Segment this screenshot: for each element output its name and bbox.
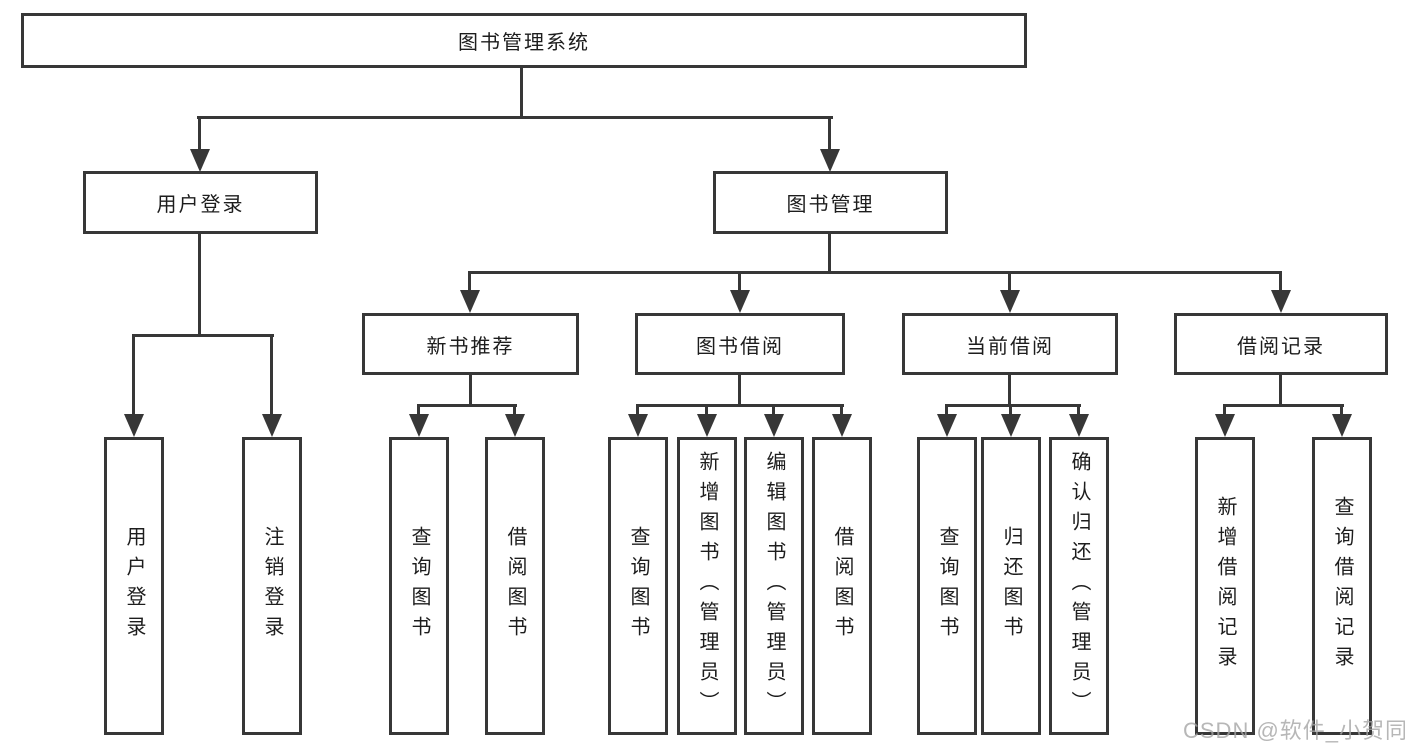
connector-leaf-shaft [1340, 404, 1343, 416]
leaf-borrow-book-1-label: 借阅图书 [504, 526, 526, 646]
arrow-down-icon [697, 414, 717, 437]
connector-to-leaf-user-login-shaft [132, 334, 135, 418]
leaf-user-login: 用户登录 [104, 437, 164, 735]
connector-leaf-shaft [1223, 404, 1226, 416]
node-root-label: 图书管理系统 [458, 32, 590, 54]
connector-new-book-rec-stem [469, 375, 472, 406]
arrow-down-icon [1000, 290, 1020, 313]
connector-to-book-borrow-shaft [738, 271, 741, 292]
connector-user-login-split-bar [132, 334, 274, 337]
node-new-book-rec-label: 新书推荐 [426, 335, 515, 358]
leaf-edit-book-admin: 编辑图书（管理员） [744, 437, 804, 735]
leaf-add-book-admin-label: 新增图书（管理员） [696, 451, 718, 721]
leaf-add-book-admin: 新增图书（管理员） [677, 437, 737, 735]
leaf-query-book-3: 查询图书 [917, 437, 977, 735]
connector-leaf-shaft [840, 404, 843, 416]
connector-book-borrow-stem [738, 375, 741, 406]
node-borrow-records: 借阅记录 [1174, 313, 1388, 375]
connector-current-borrow-stem [1008, 375, 1011, 406]
connector-to-new-book-rec-shaft [468, 271, 471, 292]
leaf-logout: 注销登录 [242, 437, 302, 735]
leaf-query-book-2: 查询图书 [608, 437, 668, 735]
connector-current-borrow-split-bar [945, 404, 1081, 407]
leaf-confirm-return-admin-label: 确认归还（管理员） [1068, 451, 1090, 721]
arrow-down-icon [124, 414, 144, 437]
leaf-query-borrow-record: 查询借阅记录 [1312, 437, 1372, 735]
connector-leaf-shaft [1009, 404, 1012, 416]
leaf-add-borrow-record: 新增借阅记录 [1195, 437, 1255, 735]
connector-to-leaf-logout-shaft [270, 334, 273, 418]
connector-to-book-mgmt-shaft [828, 116, 831, 152]
leaf-query-book-2-label: 查询图书 [627, 526, 649, 646]
node-book-borrow-label: 图书借阅 [696, 335, 784, 358]
node-current-borrow-label: 当前借阅 [966, 335, 1054, 358]
csdn-watermark: CSDN @软件_小贺同学 [1183, 718, 1405, 743]
arrow-down-icon [832, 414, 852, 437]
arrow-down-icon [409, 414, 429, 437]
leaf-borrow-book-2-label: 借阅图书 [831, 526, 853, 646]
node-book-mgmt-label: 图书管理 [786, 194, 875, 216]
node-borrow-records-label: 借阅记录 [1237, 335, 1325, 358]
leaf-query-book-3-label: 查询图书 [936, 526, 958, 646]
arrow-down-icon [820, 149, 840, 172]
connector-leaf-shaft [417, 404, 420, 416]
connector-new-book-rec-split-bar [417, 404, 517, 407]
leaf-confirm-return-admin: 确认归还（管理员） [1049, 437, 1109, 735]
connector-to-borrow-records-shaft [1279, 271, 1282, 292]
leaf-borrow-book-1: 借阅图书 [485, 437, 545, 735]
connector-user-login-stem [198, 234, 201, 337]
leaf-borrow-book-2: 借阅图书 [812, 437, 872, 735]
leaf-query-book-1-label: 查询图书 [408, 526, 430, 646]
connector-leaf-shaft [705, 404, 708, 416]
connector-borrow-records-stem [1279, 375, 1282, 406]
connector-book-borrow-split-bar [636, 404, 844, 407]
connector-root-split-bar [197, 116, 833, 119]
arrow-down-icon [1069, 414, 1089, 437]
arrow-down-icon [262, 414, 282, 437]
arrow-down-icon [628, 414, 648, 437]
arrow-down-icon [730, 290, 750, 313]
arrow-down-icon [764, 414, 784, 437]
connector-to-current-borrow-shaft [1008, 271, 1011, 292]
leaf-return-book-label: 归还图书 [1000, 526, 1022, 646]
node-book-mgmt: 图书管理 [713, 171, 948, 234]
connector-leaf-shaft [1077, 404, 1080, 416]
connector-root-stem [520, 68, 523, 118]
arrow-down-icon [190, 149, 210, 172]
arrow-down-icon [1001, 414, 1021, 437]
arrow-down-icon [937, 414, 957, 437]
arrow-down-icon [460, 290, 480, 313]
arrow-down-icon [1332, 414, 1352, 437]
arrow-down-icon [505, 414, 525, 437]
node-book-borrow: 图书借阅 [635, 313, 845, 375]
node-current-borrow: 当前借阅 [902, 313, 1118, 375]
leaf-query-borrow-record-label: 查询借阅记录 [1331, 496, 1353, 676]
connector-to-user-login-shaft [198, 116, 201, 152]
leaf-return-book: 归还图书 [981, 437, 1041, 735]
node-user-login-label: 用户登录 [156, 194, 245, 216]
leaf-edit-book-admin-label: 编辑图书（管理员） [763, 451, 785, 721]
connector-leaf-shaft [513, 404, 516, 416]
leaf-add-borrow-record-label: 新增借阅记录 [1214, 496, 1236, 676]
node-new-book-rec: 新书推荐 [362, 313, 579, 375]
arrow-down-icon [1215, 414, 1235, 437]
connector-book-mgmt-split-bar [468, 271, 1282, 274]
leaf-logout-label: 注销登录 [261, 526, 283, 646]
leaf-user-login-label: 用户登录 [123, 526, 145, 646]
connector-leaf-shaft [772, 404, 775, 416]
leaf-query-book-1: 查询图书 [389, 437, 449, 735]
connector-book-mgmt-stem [828, 234, 831, 274]
node-root: 图书管理系统 [21, 13, 1027, 68]
connector-borrow-records-split-bar [1223, 404, 1344, 407]
connector-leaf-shaft [636, 404, 639, 416]
connector-leaf-shaft [945, 404, 948, 416]
arrow-down-icon [1271, 290, 1291, 313]
node-user-login: 用户登录 [83, 171, 318, 234]
